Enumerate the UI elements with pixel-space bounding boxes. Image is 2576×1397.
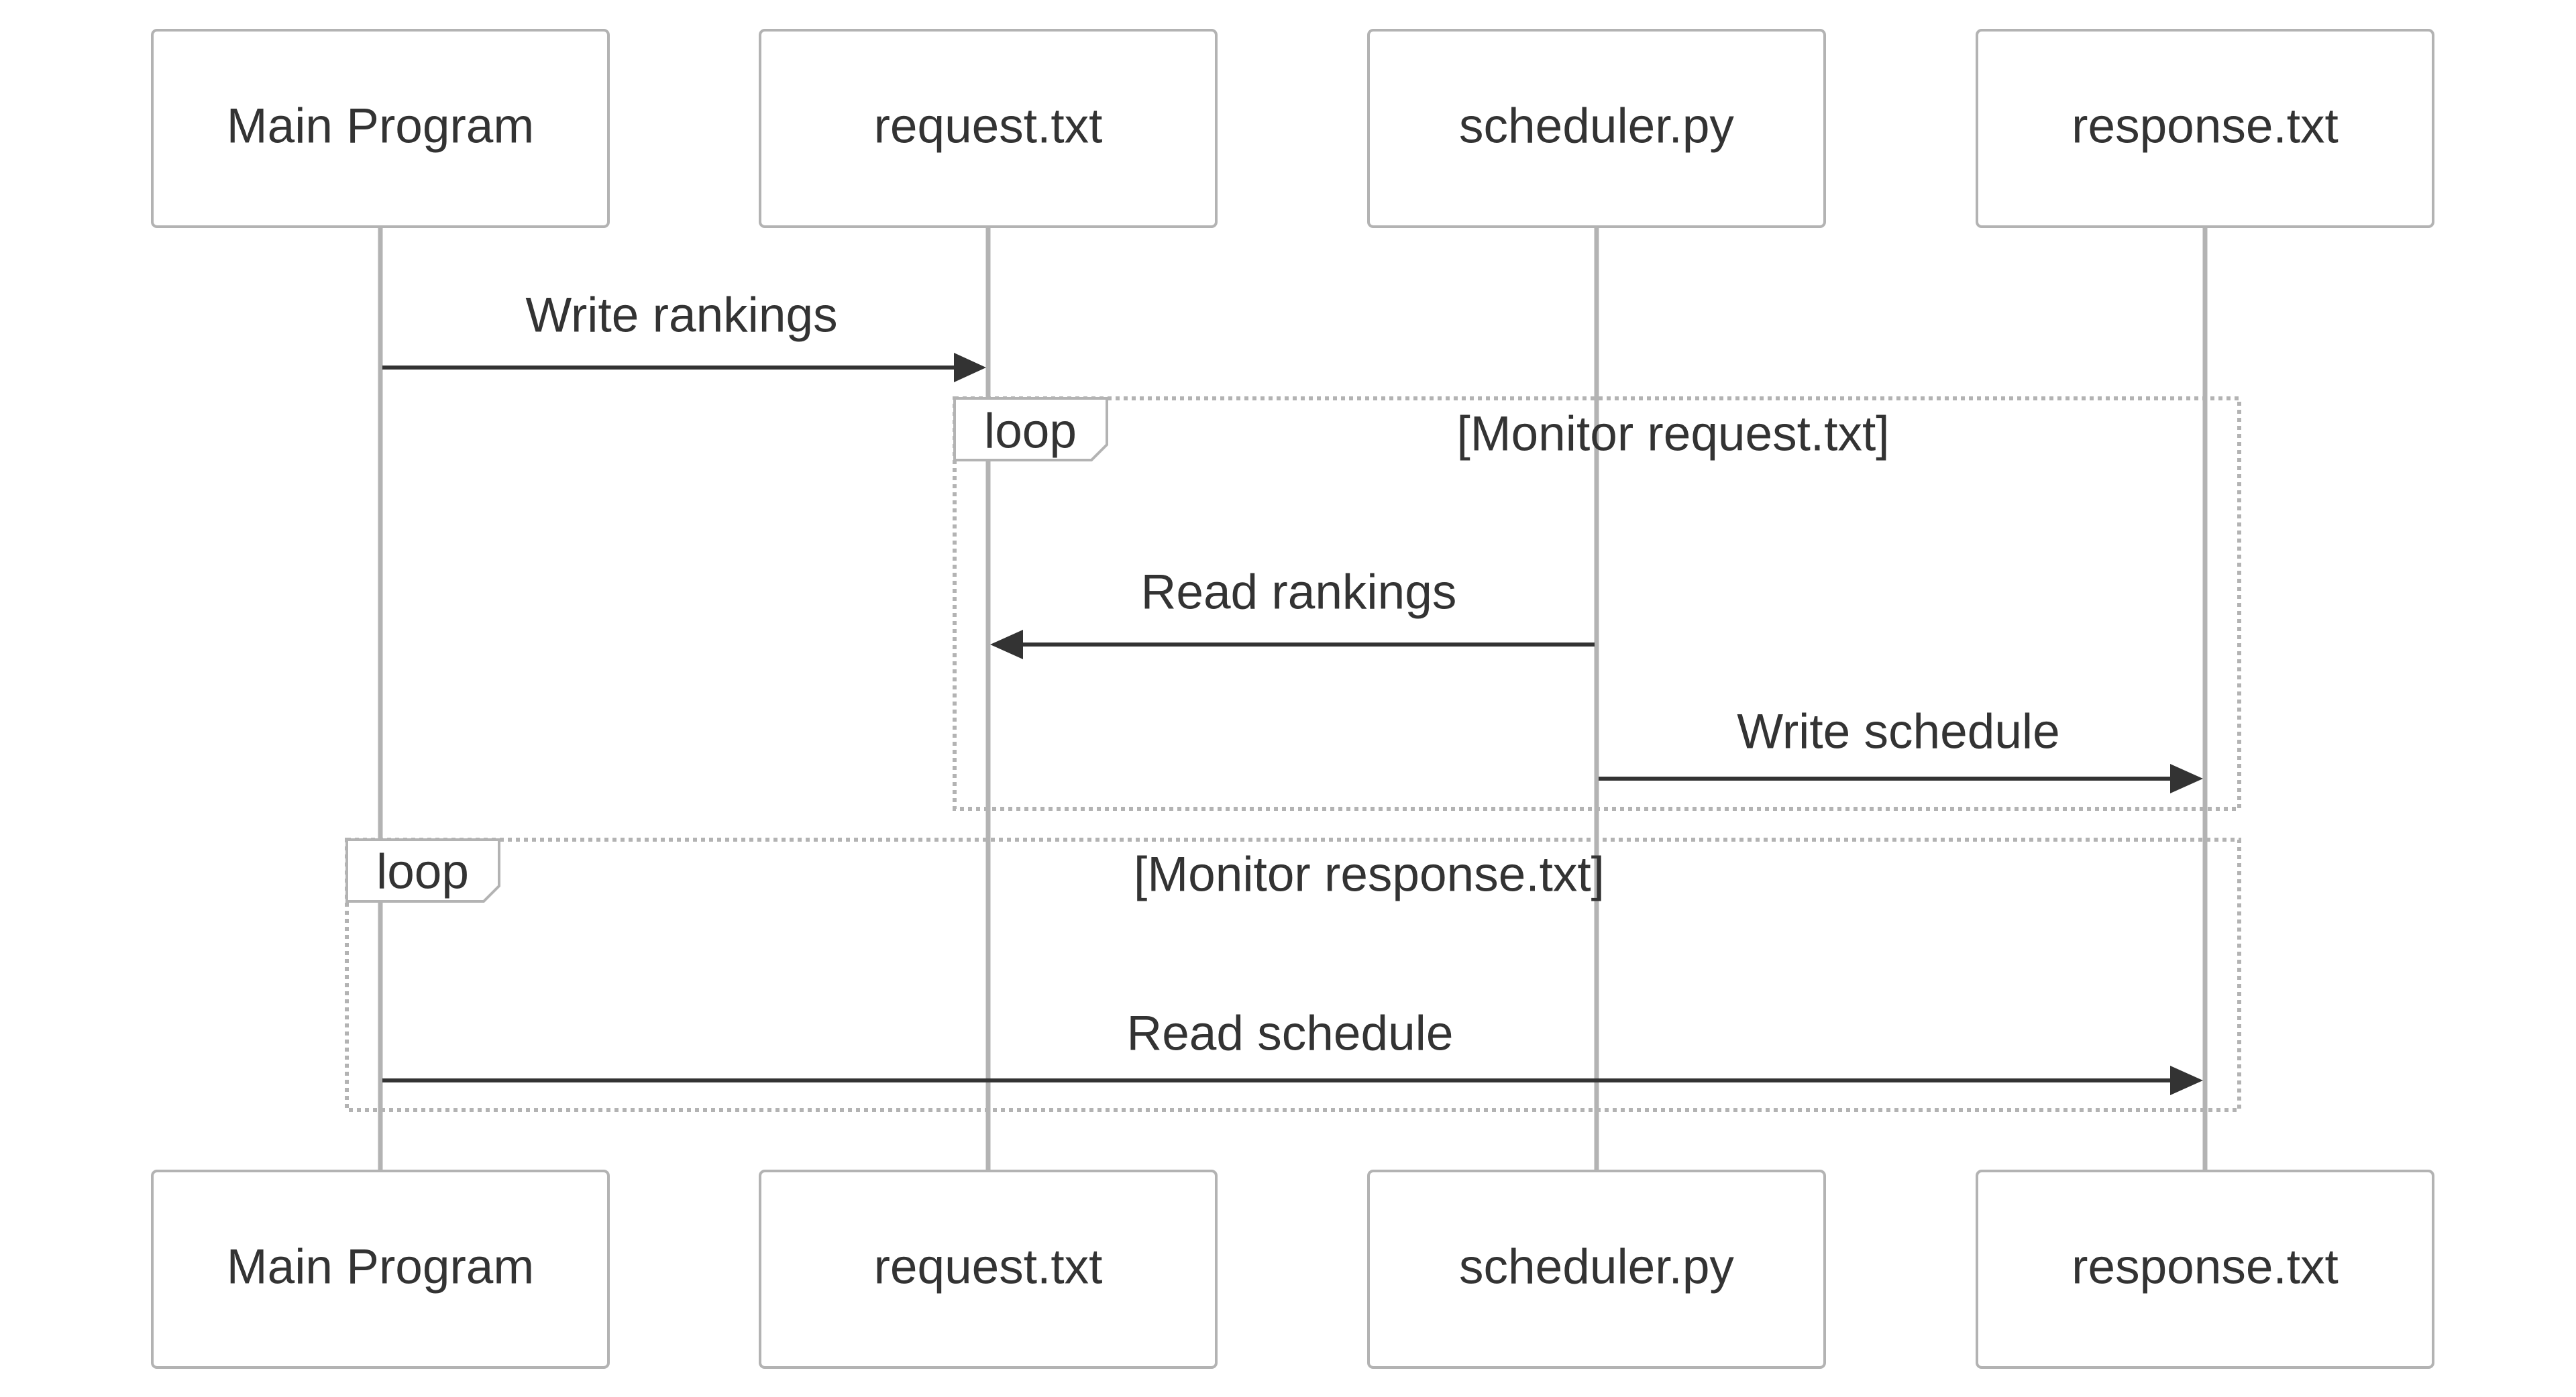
message-read-schedule: Read schedule: [382, 1006, 2203, 1095]
actor-label: request.txt: [874, 99, 1103, 153]
message-write-rankings: Write rankings: [382, 288, 986, 382]
actor-bottom-main-program: Main Program: [151, 1170, 610, 1369]
loop-condition: [Monitor request.txt]: [1456, 406, 1889, 461]
actor-label: scheduler.py: [1459, 99, 1734, 153]
actor-label: scheduler.py: [1459, 1239, 1734, 1294]
message-label: Read schedule: [1126, 1006, 1453, 1060]
actor-label: Main Program: [227, 99, 534, 153]
arrowhead-right: [954, 353, 986, 382]
arrowhead-left: [990, 630, 1023, 659]
actor-label: Main Program: [227, 1239, 534, 1294]
actor-top-response-txt: response.txt: [1976, 29, 2434, 228]
loop-frame-monitor-response: loop [Monitor response.txt]: [345, 838, 2241, 1112]
actor-label: response.txt: [2072, 99, 2339, 153]
actor-bottom-request-txt: request.txt: [759, 1170, 1218, 1369]
message-read-rankings: Read rankings: [990, 565, 1595, 659]
loop-keyword: loop: [376, 844, 469, 899]
arrowhead-right: [2170, 764, 2203, 793]
actor-top-main-program: Main Program: [151, 29, 610, 228]
loop-tab: [953, 397, 1108, 461]
actor-top-request-txt: request.txt: [759, 29, 1218, 228]
loop-condition: [Monitor response.txt]: [1134, 847, 1605, 901]
loop-frame-monitor-request: loop [Monitor request.txt]: [953, 396, 2241, 811]
actor-label: request.txt: [874, 1239, 1103, 1294]
actor-label: response.txt: [2072, 1239, 2339, 1294]
message-label: Write rankings: [525, 288, 837, 342]
actor-top-scheduler-py: scheduler.py: [1367, 29, 1826, 228]
actor-bottom-scheduler-py: scheduler.py: [1367, 1170, 1826, 1369]
actor-bottom-response-txt: response.txt: [1976, 1170, 2434, 1369]
message-write-schedule: Write schedule: [1599, 704, 2203, 793]
message-label: Read rankings: [1141, 565, 1457, 619]
loop-tab: [345, 838, 500, 903]
loop-keyword: loop: [984, 404, 1077, 458]
arrowhead-right: [2170, 1066, 2203, 1095]
message-label: Write schedule: [1737, 704, 2060, 759]
